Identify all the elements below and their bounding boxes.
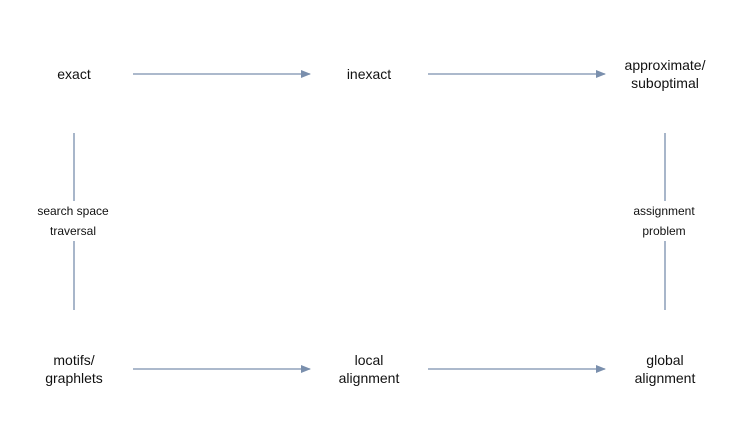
- node-motifs-graphlets: motifs/ graphlets: [45, 351, 103, 387]
- edge-label-search-space-traversal: search space traversal: [35, 201, 111, 241]
- edge-label-right-line2: problem: [642, 224, 686, 238]
- node-approximate-label-line1: approximate/: [624, 57, 706, 73]
- node-local-alignment: local alignment: [339, 351, 400, 387]
- node-global-alignment: global alignment: [635, 351, 696, 387]
- edge-label-assignment-problem: assignment problem: [631, 201, 697, 241]
- node-motifs-label-line2: graphlets: [45, 370, 103, 386]
- edge-label-left-line1: search space: [37, 204, 109, 218]
- node-global-label-line2: alignment: [634, 370, 696, 386]
- node-exact-label: exact: [57, 66, 91, 82]
- node-motifs-label-line1: motifs/: [53, 352, 95, 368]
- node-approximate-label-line2: suboptimal: [631, 75, 699, 91]
- node-exact: exact: [57, 65, 90, 83]
- node-global-label-line1: global: [646, 352, 684, 368]
- node-local-label-line2: alignment: [338, 370, 400, 386]
- node-inexact: inexact: [347, 65, 391, 83]
- node-approximate-suboptimal: approximate/ suboptimal: [625, 56, 706, 92]
- node-local-label-line1: local: [354, 352, 384, 368]
- edge-label-left-line2: traversal: [49, 224, 96, 238]
- node-inexact-label: inexact: [346, 66, 392, 82]
- edge-label-right-line1: assignment: [633, 204, 695, 218]
